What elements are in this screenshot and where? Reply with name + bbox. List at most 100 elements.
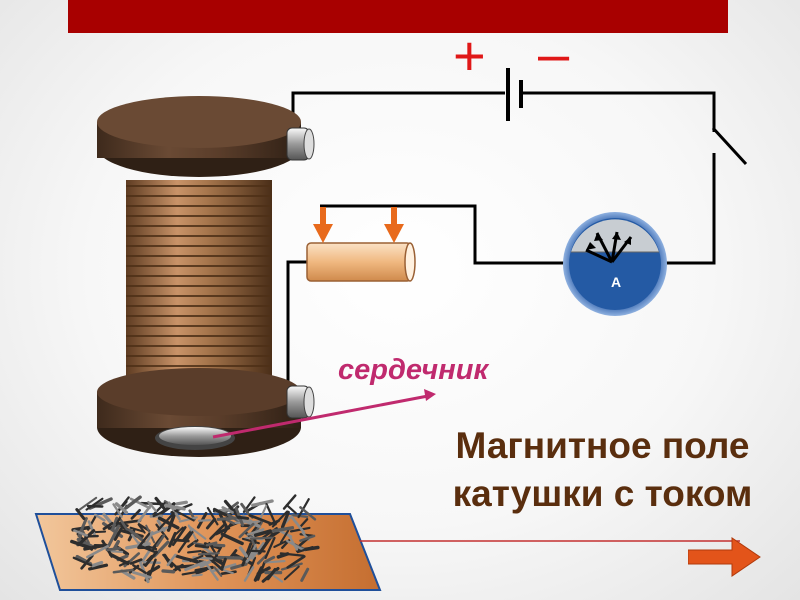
- iron-filing: [175, 500, 188, 506]
- iron-filing: [189, 554, 204, 563]
- slide-title-line2: катушки с током: [452, 473, 753, 514]
- iron-filing: [265, 503, 277, 526]
- iron-filing: [263, 555, 276, 564]
- iron-filing: [251, 499, 274, 507]
- iron-filing: [249, 536, 274, 540]
- iron-filing: [222, 568, 234, 575]
- iron-filing: [285, 504, 297, 515]
- iron-filing: [273, 540, 287, 549]
- iron-filing: [93, 513, 106, 522]
- iron-filing: [77, 496, 98, 512]
- iron-filing: [243, 566, 255, 582]
- iron-filing: [91, 560, 104, 568]
- iron-filing: [264, 536, 276, 560]
- iron-filing: [253, 529, 273, 537]
- iron-filing: [83, 543, 108, 551]
- rheostat: [306, 242, 416, 282]
- iron-filing: [266, 567, 277, 581]
- contact-arrow-right-icon: [384, 207, 404, 243]
- iron-filing: [221, 506, 234, 514]
- iron-filing: [129, 526, 144, 533]
- iron-filing: [245, 550, 257, 563]
- iron-filing: [191, 573, 203, 577]
- terminal-bolt-bottom: [286, 385, 315, 419]
- core-label: сердечник: [338, 354, 489, 386]
- iron-filing: [75, 508, 86, 521]
- coil: [97, 96, 301, 457]
- iron-filing: [178, 516, 198, 523]
- iron-filing: [85, 497, 104, 511]
- iron-filing: [113, 527, 123, 541]
- iron-filing: [137, 503, 153, 523]
- slide-title-line1: Магнитное поле: [455, 425, 750, 466]
- iron-filing: [73, 529, 88, 537]
- iron-filing: [172, 538, 190, 543]
- iron-filing: [166, 512, 177, 532]
- iron-filing: [204, 561, 219, 581]
- iron-filing: [286, 555, 306, 569]
- iron-filing: [149, 526, 169, 536]
- next-arrow-icon[interactable]: [688, 536, 762, 578]
- iron-filing: [297, 498, 310, 519]
- iron-filing: [280, 510, 290, 529]
- iron-filing: [146, 565, 161, 575]
- plus-sign: +: [453, 24, 486, 87]
- iron-filing: [187, 539, 199, 548]
- iron-filing: [110, 516, 119, 532]
- iron-filing: [279, 552, 305, 557]
- iron-filing: [296, 545, 314, 554]
- iron-filing: [138, 544, 158, 554]
- iron-filing: [248, 514, 272, 525]
- iron-filing: [300, 567, 310, 582]
- iron-filing: [181, 556, 199, 563]
- iron-filing: [107, 550, 124, 554]
- iron-filing: [132, 564, 148, 575]
- iron-filing: [118, 560, 130, 567]
- iron-filing: [157, 516, 180, 530]
- iron-filing: [238, 522, 255, 539]
- iron-filing: [187, 550, 202, 554]
- iron-filing: [86, 514, 97, 531]
- slide-title: Магнитное поле катушки с током: [430, 422, 775, 518]
- iron-filing: [72, 556, 93, 567]
- iron-filing: [137, 532, 151, 549]
- iron-filing: [184, 560, 207, 572]
- iron-filing: [223, 517, 236, 525]
- iron-filing: [213, 566, 223, 577]
- iron-filing: [236, 515, 250, 520]
- iron-filing: [171, 526, 187, 547]
- iron-filing: [86, 545, 109, 559]
- iron-filing: [263, 560, 286, 564]
- minus-sign: –: [538, 22, 570, 85]
- iron-filings-icon: [70, 494, 320, 584]
- ammeter-label: А: [610, 274, 622, 290]
- iron-filing: [175, 526, 184, 535]
- iron-filing: [147, 500, 158, 513]
- iron-filing: [93, 530, 107, 534]
- iron-filing: [77, 529, 96, 547]
- iron-filing: [256, 554, 268, 565]
- iron-filing: [299, 534, 316, 542]
- iron-filing: [206, 506, 219, 526]
- iron-filing: [166, 553, 177, 567]
- iron-filing: [280, 562, 303, 571]
- iron-filing: [174, 509, 195, 522]
- iron-filing: [188, 525, 207, 540]
- ammeter: [563, 212, 667, 316]
- iron-filing: [130, 533, 141, 547]
- iron-filing: [80, 554, 94, 570]
- iron-filing: [212, 507, 228, 517]
- iron-filing: [212, 543, 226, 548]
- iron-filing: [155, 534, 166, 547]
- iron-filing: [194, 544, 210, 549]
- iron-filing: [102, 521, 114, 531]
- iron-filing: [271, 526, 295, 533]
- contact-arrow-left-icon: [313, 207, 333, 243]
- iron-filing: [181, 569, 205, 576]
- iron-filing: [128, 528, 146, 543]
- iron-filing: [287, 533, 299, 551]
- battery-icon: [506, 68, 523, 121]
- iron-filing: [161, 569, 176, 574]
- iron-filing: [205, 541, 218, 547]
